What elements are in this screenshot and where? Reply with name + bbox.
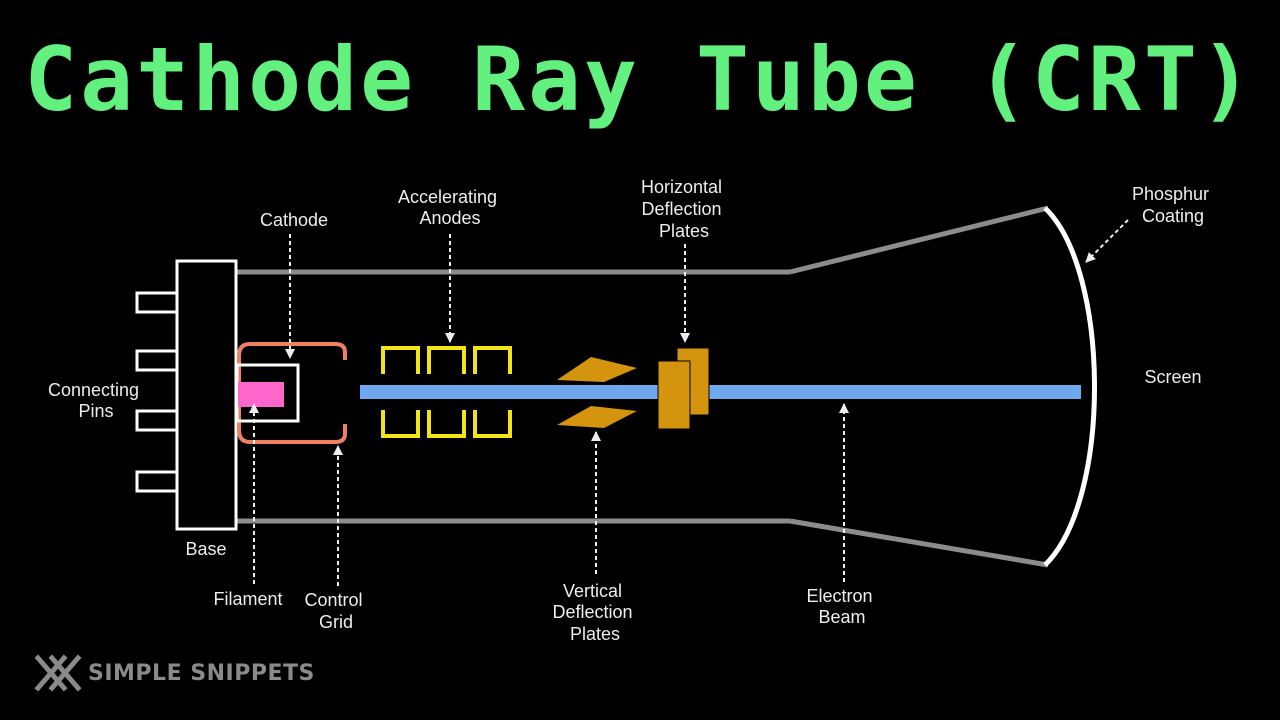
brand-name: SIMPLE SNIPPETS (88, 660, 315, 686)
cathode-label: Cathode (260, 210, 328, 230)
horizontal-deflection-plates (657, 347, 710, 430)
vertical-plate-top (557, 357, 637, 382)
vertical-plate-bottom (557, 406, 637, 428)
connecting-pin (135, 409, 179, 432)
page-title: Cathode Ray Tube (CRT) (24, 28, 1256, 131)
cathode (235, 363, 300, 423)
connecting-pin (135, 291, 179, 314)
brand-logo: SIMPLE SNIPPETS (34, 654, 315, 692)
anode-top (473, 346, 512, 374)
tube-top-flare (789, 205, 1049, 275)
horizontal-plate-front (657, 360, 691, 430)
horizontal-deflection-plates-label: Horizontal Deflection Plates (641, 177, 727, 241)
control-grid-label: Control Grid (304, 590, 367, 632)
filament (238, 382, 284, 407)
electron-beam (360, 385, 1081, 399)
anode-bottom (381, 410, 420, 438)
connecting-pins (135, 291, 179, 493)
phosphur-pointer (1085, 219, 1129, 263)
vertical-deflection-plates (557, 357, 637, 428)
connecting-pin (135, 470, 179, 493)
connecting-pins-label: Connecting Pins (48, 380, 144, 421)
anode-bottom (427, 410, 466, 438)
accelerating-anodes-label: Accelerating Anodes (398, 187, 502, 228)
anode-top (381, 346, 420, 374)
electron-beam-label: Electron Beam (806, 586, 877, 627)
screen-label: Screen (1144, 367, 1201, 387)
label-pointers (249, 219, 1129, 586)
vertical-deflection-plates-label: Vertical Deflection Plates (552, 581, 637, 644)
connecting-pin (135, 349, 179, 372)
tube-envelope (236, 205, 1049, 568)
screen-curve (1043, 206, 1097, 567)
base (175, 259, 238, 531)
accelerating-anodes (381, 346, 512, 438)
anode-bottom (473, 410, 512, 438)
anode-top (427, 346, 466, 374)
tube-bottom-flare (789, 518, 1049, 568)
base-label: Base (185, 539, 226, 559)
filament-label: Filament (213, 589, 282, 609)
crossed-x-icon (34, 654, 82, 692)
phosphur-coating-label: Phosphur Coating (1132, 184, 1214, 226)
